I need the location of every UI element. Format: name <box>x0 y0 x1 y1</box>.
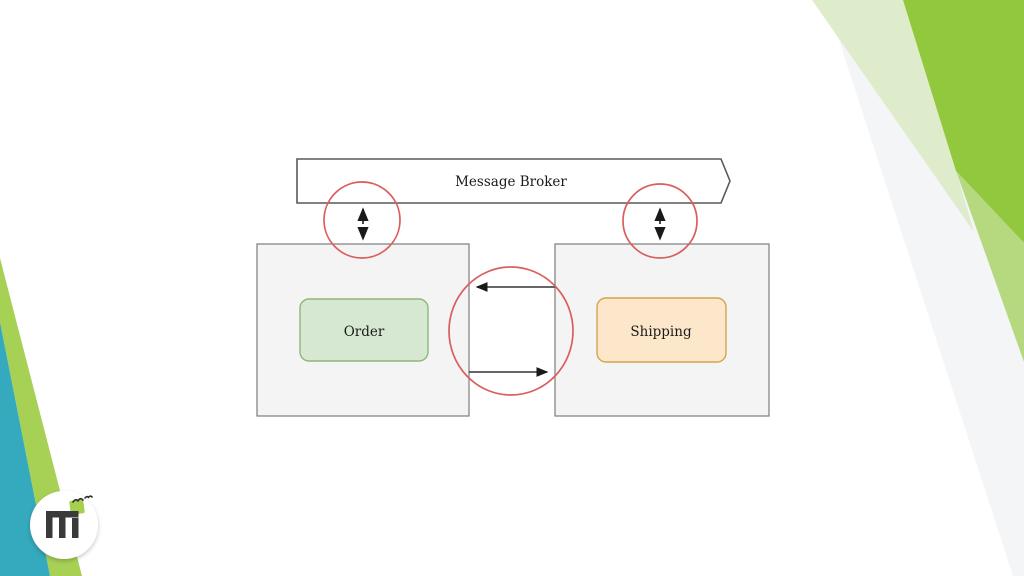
shipping-box <box>596 297 727 363</box>
logo-bird-small-icon <box>84 495 93 499</box>
logo-bird-icon <box>72 497 84 503</box>
m-logo <box>46 495 93 538</box>
message-broker-shape <box>296 158 731 204</box>
decor-triangle-dark-green <box>903 0 1024 243</box>
decor-triangle-pale-green <box>812 0 974 232</box>
corner-decoration-top-right <box>812 0 1024 576</box>
decor-triangle-mid-green <box>956 171 1024 362</box>
integration-diagram: Message Broker Order Shipping <box>256 158 770 417</box>
highlight-circle-center <box>448 266 574 396</box>
logo-badge <box>30 491 98 559</box>
highlight-circle-left <box>323 181 401 259</box>
highlight-circle-right <box>622 183 698 259</box>
logo-m-glyph <box>46 511 79 538</box>
shipping-label: Shipping <box>630 324 692 340</box>
logo-leaf-square <box>69 499 85 515</box>
order-box <box>299 298 429 362</box>
order-label: Order <box>344 324 385 340</box>
message-broker-label: Message Broker <box>455 174 567 190</box>
